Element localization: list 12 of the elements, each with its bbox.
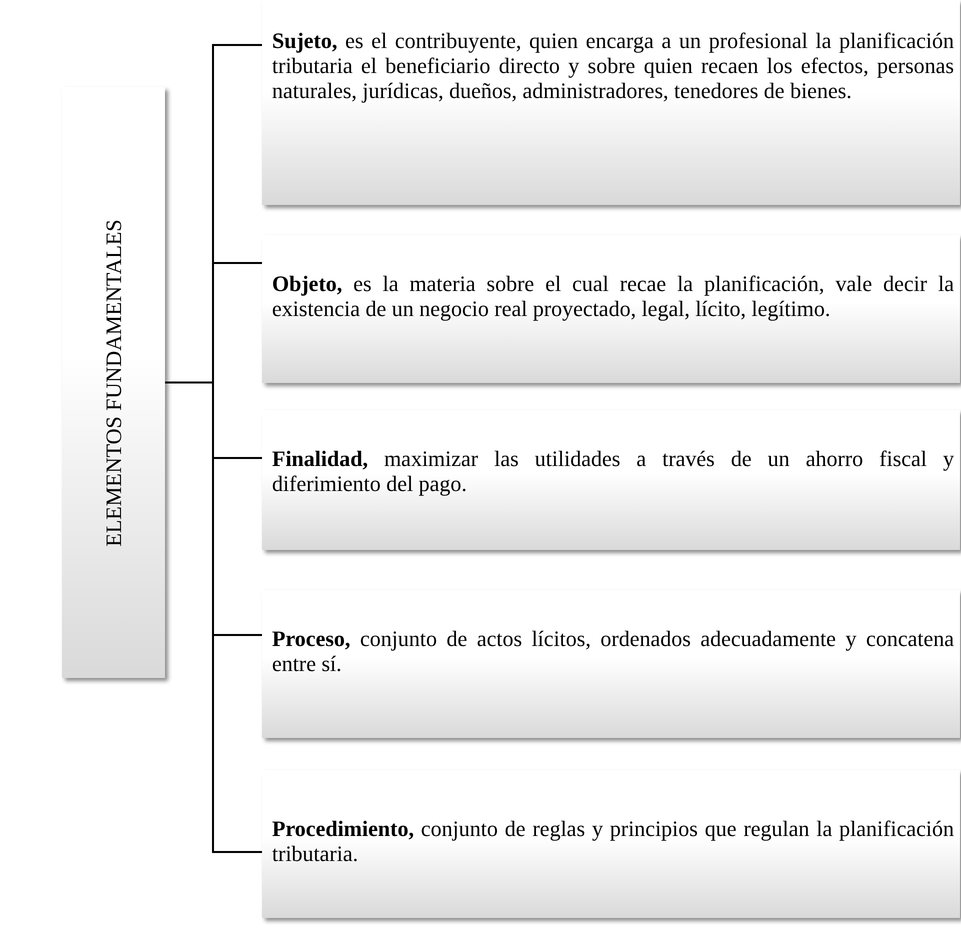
- description-text: Sujeto, es el contribuyente, quien encarga a un profesional la planificación tributaria el beneficiario directo y sobre quien recaen los efectos, personas naturales, jurídicas, dueños, administradores, tenedores de bienes.: [272, 28, 954, 103]
- vertical-heading: ELEMENTOS FUNDAMENTALES: [100, 218, 126, 546]
- title-box: [62, 87, 165, 678]
- description-box: [262, 410, 960, 550]
- description-box: [262, 590, 960, 738]
- description-text: Proceso, conjunto de actos lícitos, ordenados adecuadamente y concatena entre sí.: [272, 626, 954, 676]
- description-box: [262, 0, 960, 205]
- description-box: [262, 770, 960, 918]
- description-text: Objeto, es la materia sobre el cual recae la planificación, vale decir la existencia de un negocio real proyectado, legal, lícito, legítimo.: [272, 271, 954, 321]
- description-text: Finalidad, maximizar las utilidades a través de un ahorro fiscal y diferimiento del pago.: [272, 446, 954, 496]
- description-box: [262, 235, 960, 383]
- description-text: Procedimiento, conjunto de reglas y principios que regulan la planificación tributaria.: [272, 816, 954, 866]
